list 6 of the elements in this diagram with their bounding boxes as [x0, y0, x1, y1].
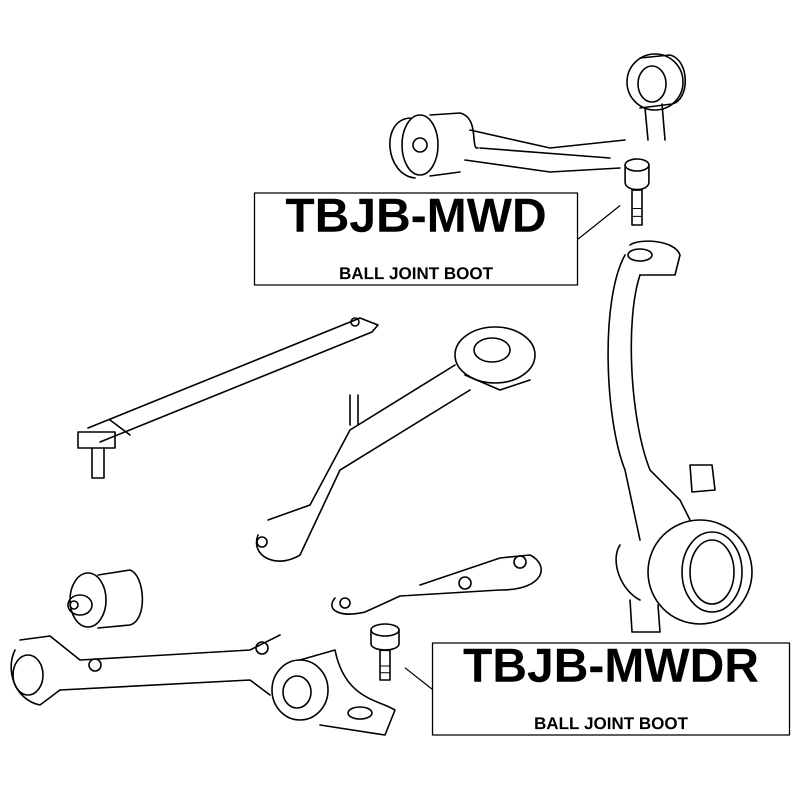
- part-number-box: TBJB-MWDR BALL JOINT BOOT: [432, 642, 790, 736]
- leader-line: [578, 205, 620, 240]
- ball-joint-drawing: [370, 623, 400, 681]
- part-number-box: TBJB-MWD BALL JOINT BOOT: [254, 192, 578, 286]
- leader-line: [404, 667, 432, 690]
- ball-joint-drawing: [624, 158, 650, 226]
